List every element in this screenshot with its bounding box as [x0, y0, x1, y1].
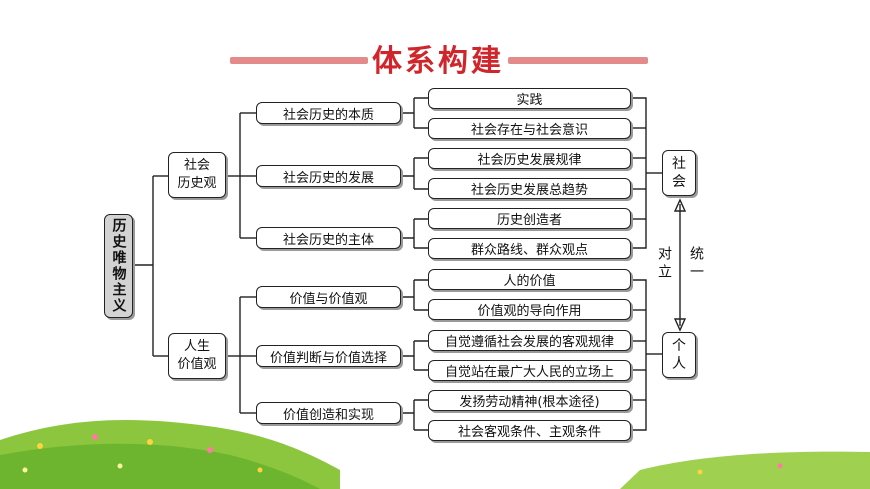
child-node: 社会历史的本质: [256, 102, 401, 124]
child-node: 价值与价值观: [256, 286, 401, 308]
opposition-label: 对立: [656, 246, 672, 282]
branch-label-line2: 价值观: [177, 357, 217, 372]
child-node: 社会历史的主体: [256, 227, 401, 249]
title-bar-right: [508, 57, 648, 64]
diagram-title: 体系构建: [372, 44, 504, 79]
leaf-node: 人的价值: [428, 269, 631, 290]
unity-label: 统一: [688, 246, 704, 282]
child-node: 价值判断与价值选择: [256, 345, 401, 367]
leaf-node: 社会历史发展总趋势: [428, 178, 631, 199]
leaf-node: 自觉站在最广大人民的立场上: [428, 360, 631, 381]
leaf-node: 价值观的导向作用: [428, 299, 631, 320]
leaf-node: 发扬劳动精神(根本途径): [428, 390, 631, 411]
society-char-2: 会: [672, 174, 686, 190]
leaf-node: 实践: [428, 88, 631, 109]
individual-node: 个 人: [662, 332, 696, 378]
branch-node-history: 社会 历史观: [168, 152, 226, 198]
individual-char-2: 人: [672, 356, 686, 372]
branch-node-values: 人生 价值观: [168, 333, 226, 379]
child-node: 社会历史的发展: [256, 165, 401, 187]
leaf-node: 社会存在与社会意识: [428, 118, 631, 139]
branch-label-line1: 人生: [183, 339, 210, 354]
root-node: 历史唯物主义: [104, 214, 133, 318]
leaf-node: 历史创造者: [428, 208, 631, 229]
child-node: 价值创造和实现: [256, 402, 401, 424]
leaf-node: 社会历史发展规律: [428, 148, 631, 169]
branch-label-line1: 社会: [183, 158, 210, 173]
leaf-node: 自觉遵循社会发展的客观规律: [428, 330, 631, 351]
individual-char-1: 个: [672, 338, 686, 354]
leaf-node: 社会客观条件、主观条件: [428, 420, 631, 441]
society-char-1: 社: [672, 156, 686, 172]
title-bar-left: [230, 57, 368, 64]
branch-label-line2: 历史观: [177, 176, 217, 191]
leaf-node: 群众路线、群众观点: [428, 238, 631, 259]
society-node: 社 会: [662, 150, 696, 196]
